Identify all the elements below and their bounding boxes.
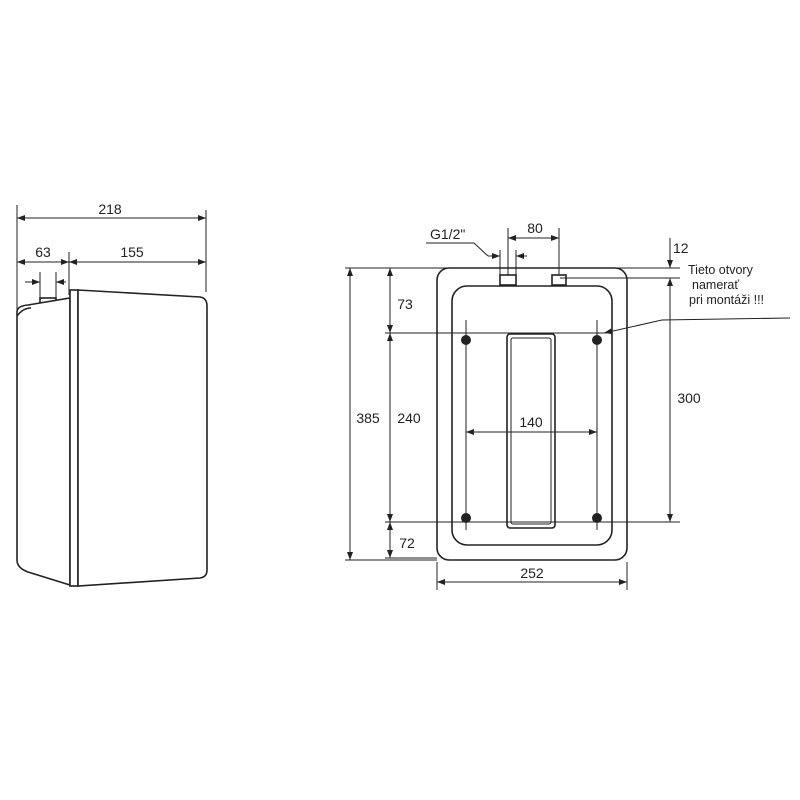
dim-72: 72 bbox=[399, 535, 415, 551]
tank-body bbox=[77, 289, 208, 587]
dim-63: 63 bbox=[35, 244, 51, 260]
dim-240: 240 bbox=[397, 410, 421, 426]
side-housing bbox=[16, 297, 71, 587]
mounting-hole bbox=[461, 513, 471, 523]
note-line-2: namerať bbox=[692, 278, 739, 292]
dim-218: 218 bbox=[98, 201, 122, 217]
dim-80: 80 bbox=[527, 220, 543, 236]
note-line-3: pri montáži !!! bbox=[689, 293, 764, 307]
dim-300: 300 bbox=[677, 390, 701, 406]
dim-140: 140 bbox=[519, 414, 543, 430]
label-g12: G1/2" bbox=[430, 226, 465, 242]
front-panel bbox=[69, 289, 79, 587]
note-arrow bbox=[603, 317, 791, 335]
side-view: 218 63 155 bbox=[16, 201, 208, 587]
dim-73: 73 bbox=[397, 296, 413, 312]
center-panel bbox=[506, 333, 556, 529]
outlet-pipe bbox=[551, 274, 567, 286]
dim-155: 155 bbox=[120, 244, 144, 260]
mounting-hole bbox=[592, 513, 602, 523]
mounting-hole bbox=[592, 335, 602, 345]
dim-252: 252 bbox=[520, 565, 544, 581]
inlet-pipe bbox=[499, 274, 517, 286]
note-line-1: Tieto otvory bbox=[688, 263, 754, 277]
dim-12: 12 bbox=[673, 240, 689, 256]
mounting-hole bbox=[461, 335, 471, 345]
front-view: 385 73 240 72 300 12 140 252 80 G1/2" Ti… bbox=[345, 220, 791, 590]
dim-385: 385 bbox=[356, 410, 380, 426]
